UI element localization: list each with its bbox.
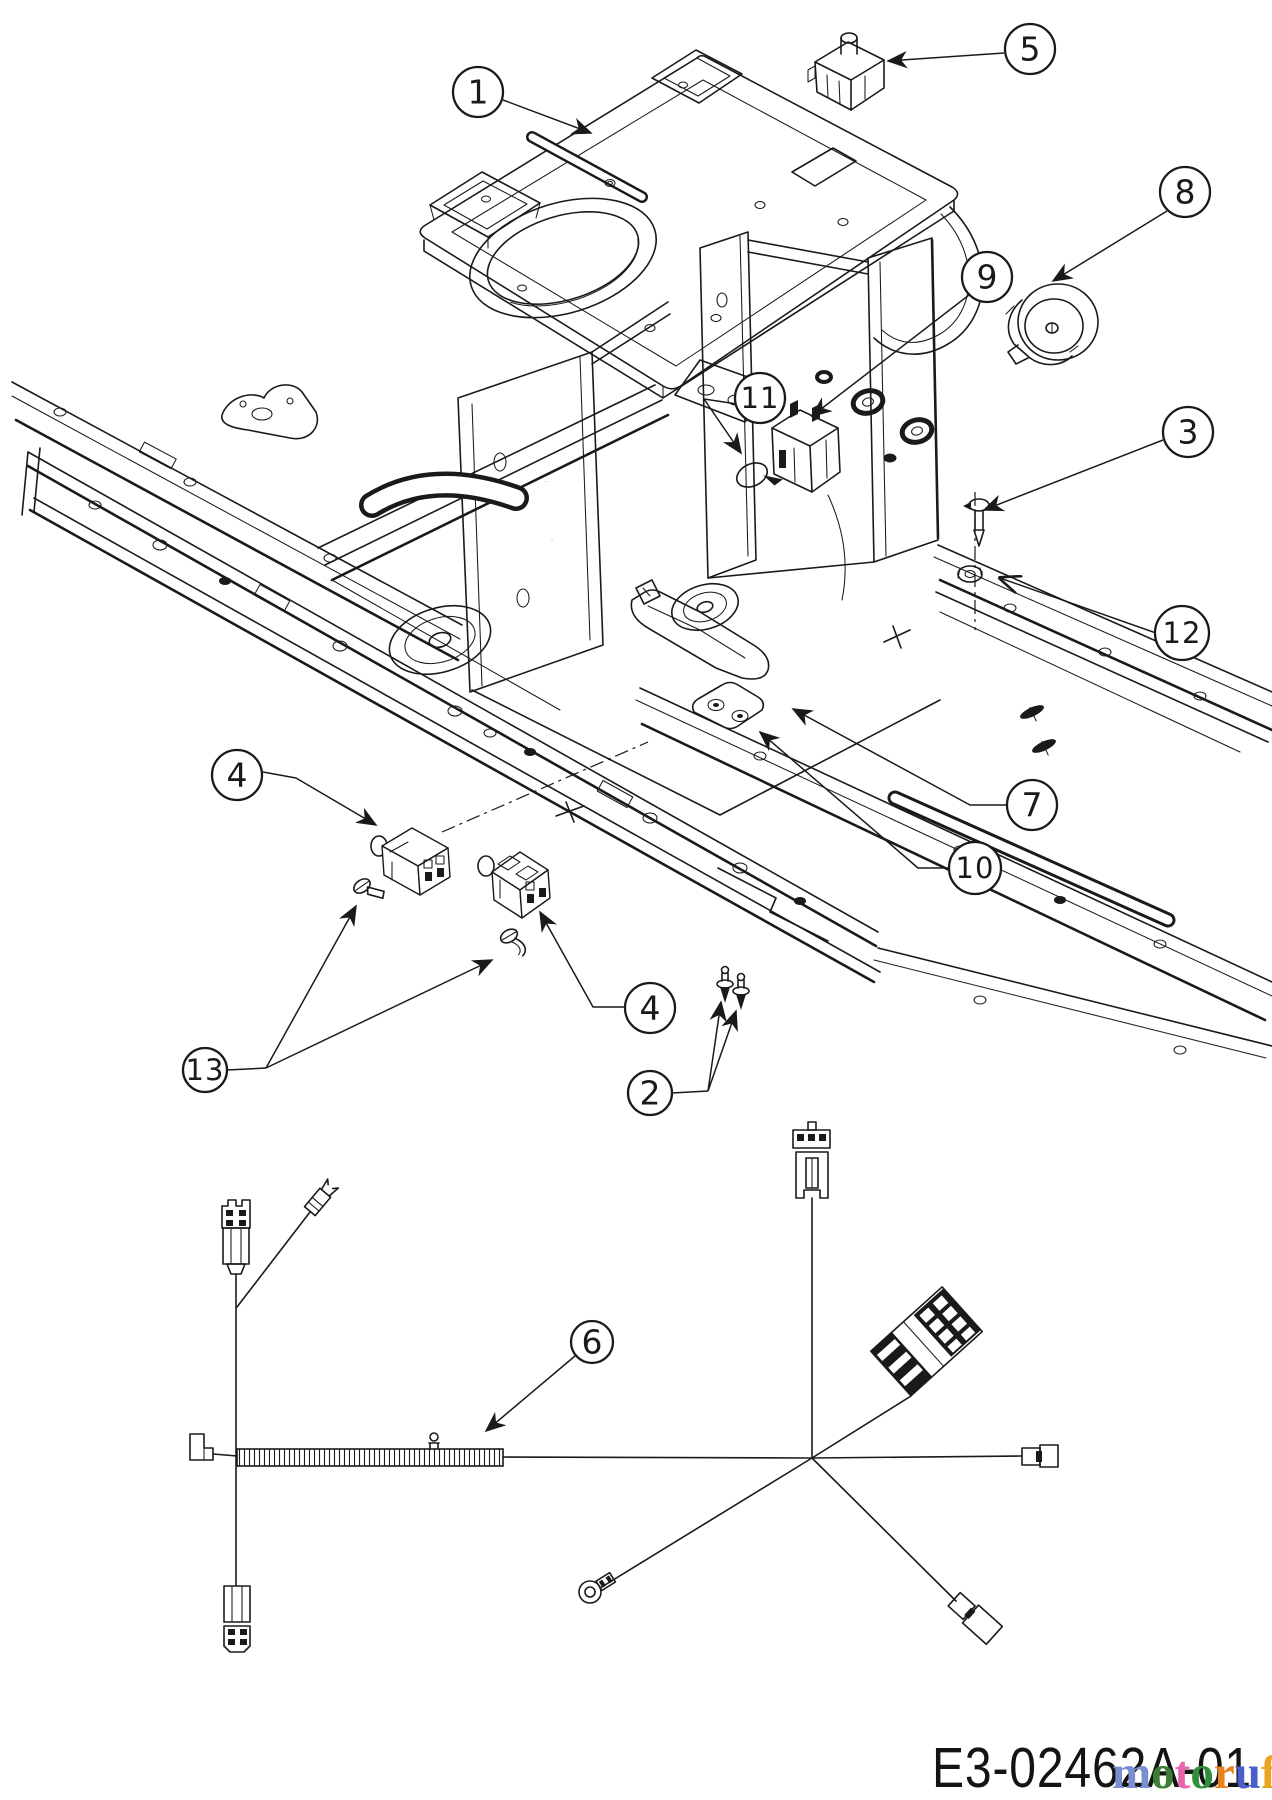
frame-tower <box>457 231 1241 816</box>
callout-6 <box>569 1319 615 1365</box>
harness-connector-b <box>223 1585 251 1653</box>
watermark: motoruf.de <box>1112 1747 1272 1799</box>
callout-10 <box>947 840 1003 896</box>
ignition-knob <box>1005 283 1099 366</box>
footer: E3-02462A-01 motoruf.de <box>932 1736 1272 1800</box>
callout-13-label: 13 <box>186 1053 225 1087</box>
spacer-plate <box>691 681 765 730</box>
callout-12 <box>1153 604 1211 662</box>
spade-terminal <box>303 1178 340 1217</box>
watermark-letter: o <box>1151 1747 1175 1799</box>
callout-6-label: 6 <box>582 1323 603 1362</box>
rubber-plug <box>735 462 783 488</box>
callout-9-label: 9 <box>977 258 998 297</box>
datum-marks <box>441 492 976 833</box>
part-number: E3-02462A-01 <box>932 1736 1252 1800</box>
engine-plate <box>419 49 984 399</box>
callout-13 <box>181 1046 229 1094</box>
connector-housing-b <box>477 851 551 919</box>
callout-11-label: 11 <box>741 381 780 415</box>
safety-switch <box>807 32 885 111</box>
push-rivet <box>963 498 990 547</box>
callout-3-label: 3 <box>1178 413 1199 452</box>
push-pin-b <box>732 972 750 1010</box>
ring-terminal <box>578 1571 617 1604</box>
callout-8-label: 8 <box>1175 173 1196 212</box>
screw-a <box>353 878 385 900</box>
connector-housing-a <box>370 827 451 896</box>
push-pin-a <box>716 965 734 1003</box>
callout-1-label: 1 <box>468 73 489 112</box>
wiring-harness <box>189 1121 1059 1653</box>
harness-connector-a <box>221 1199 251 1275</box>
harness-connector-e <box>1021 1444 1059 1468</box>
callout-2 <box>626 1069 674 1117</box>
callout-12-label: 12 <box>1163 616 1202 650</box>
callout-5-label: 5 <box>1020 30 1041 69</box>
watermark-letter: f <box>1261 1747 1272 1799</box>
callout-10-label: 10 <box>956 851 995 885</box>
harness-connector-c <box>792 1121 831 1199</box>
callout-2-label: 2 <box>640 1074 661 1113</box>
callout-7-label: 7 <box>1022 786 1043 825</box>
callouts: 1 5 8 9 3 12 11 7 10 4 4 <box>181 22 1215 1433</box>
callout-11 <box>733 371 787 425</box>
callout-9 <box>960 250 1014 304</box>
floor-pan <box>331 471 739 711</box>
screw-b <box>499 928 527 957</box>
callout-1 <box>451 65 505 119</box>
harness-connector-d <box>869 1286 984 1397</box>
watermark-letter: o <box>1190 1747 1214 1799</box>
watermark-letter: r <box>1214 1747 1235 1799</box>
callout-4b <box>623 981 677 1035</box>
callout-5 <box>1003 22 1057 76</box>
callout-4a-label: 4 <box>227 756 248 795</box>
watermark-letter: m <box>1112 1747 1151 1799</box>
watermark-letter: t <box>1175 1747 1191 1799</box>
watermark-letter: u <box>1235 1747 1261 1799</box>
frame-rails-left <box>11 359 881 984</box>
flange-nut <box>957 565 983 583</box>
latch-bracket <box>630 579 770 680</box>
harness-connector-g <box>947 1591 1004 1646</box>
callout-4a <box>210 748 264 802</box>
callout-3 <box>1161 405 1215 459</box>
cable-clip <box>428 1432 440 1450</box>
callout-4b-label: 4 <box>640 989 661 1028</box>
callout-7 <box>1005 778 1059 832</box>
callout-8 <box>1158 165 1212 219</box>
